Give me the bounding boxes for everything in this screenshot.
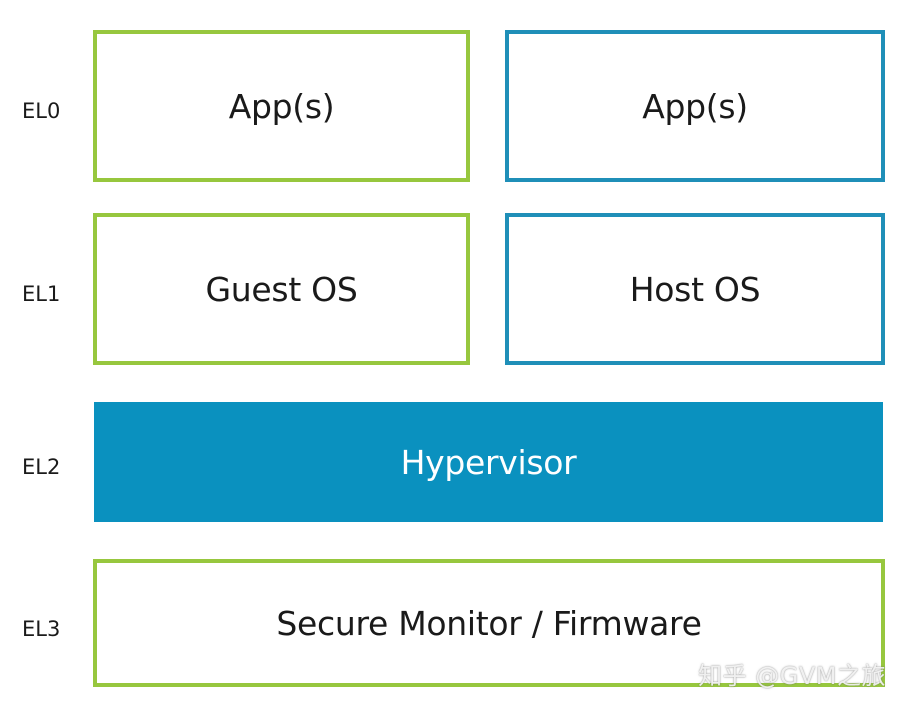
level-label-el0: EL0 bbox=[22, 99, 61, 123]
secure-monitor-label: Secure Monitor / Firmware bbox=[276, 603, 702, 643]
host-os-box: Host OS bbox=[505, 213, 885, 365]
guest-app-box: App(s) bbox=[93, 30, 470, 182]
hypervisor-label: Hypervisor bbox=[400, 442, 577, 482]
guest-os-label: Guest OS bbox=[205, 269, 358, 309]
host-app-box: App(s) bbox=[505, 30, 885, 182]
host-os-label: Host OS bbox=[629, 269, 761, 309]
guest-app-label: App(s) bbox=[228, 86, 335, 126]
level-label-el1: EL1 bbox=[22, 282, 61, 306]
guest-os-box: Guest OS bbox=[93, 213, 470, 365]
hypervisor-box: Hypervisor bbox=[94, 402, 883, 522]
level-label-el2: EL2 bbox=[22, 455, 61, 479]
level-label-el3: EL3 bbox=[22, 617, 61, 641]
watermark: 知乎 @GVM之旅 bbox=[698, 662, 886, 690]
host-app-label: App(s) bbox=[642, 86, 748, 126]
secure-monitor-box: Secure Monitor / Firmware bbox=[93, 559, 885, 687]
